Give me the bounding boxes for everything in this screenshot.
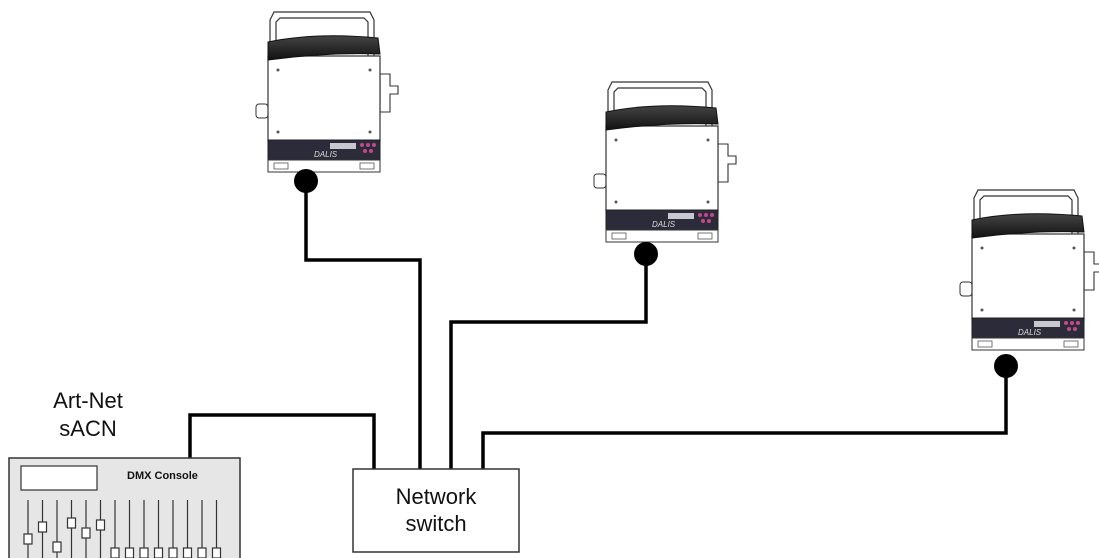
switch-label-line1: Network <box>395 484 477 509</box>
cable-console <box>188 413 376 470</box>
switch-label: Network switch <box>353 483 519 537</box>
fader-knob <box>52 541 62 553</box>
fader-knob <box>81 527 91 539</box>
fader-knob <box>168 547 178 558</box>
fader-knob <box>197 547 207 558</box>
protocol-artnet-label: Art-Net <box>53 388 123 413</box>
console-screen <box>20 465 98 491</box>
fader-knob <box>37 521 48 533</box>
console-title: DMX Console <box>127 470 198 482</box>
connector-dot-2 <box>634 242 658 266</box>
console-faders <box>23 500 222 558</box>
fader-knob <box>153 547 164 558</box>
protocol-sacn-label: sACN <box>59 416 117 441</box>
connector-dot-3 <box>994 354 1018 378</box>
fixture-2 <box>593 81 737 243</box>
fixture-1 <box>255 11 399 173</box>
fader-knob <box>211 547 222 558</box>
cable-fixture-1 <box>304 182 422 470</box>
network-switch-box <box>352 468 520 553</box>
fader-knob <box>110 547 120 558</box>
cable-fixture-3 <box>481 367 1008 470</box>
cable-fixture-2 <box>449 255 648 470</box>
fixture-3 <box>959 189 1099 351</box>
dmx-console <box>8 457 241 558</box>
fader-knob <box>139 547 149 558</box>
fader-knob <box>124 547 135 558</box>
fader-knob <box>95 519 106 531</box>
connector-dot-1 <box>294 169 318 193</box>
fader-knob <box>66 517 77 529</box>
switch-label-line2: switch <box>405 511 467 536</box>
fader-knob <box>23 533 33 545</box>
fader-knob <box>182 547 193 558</box>
